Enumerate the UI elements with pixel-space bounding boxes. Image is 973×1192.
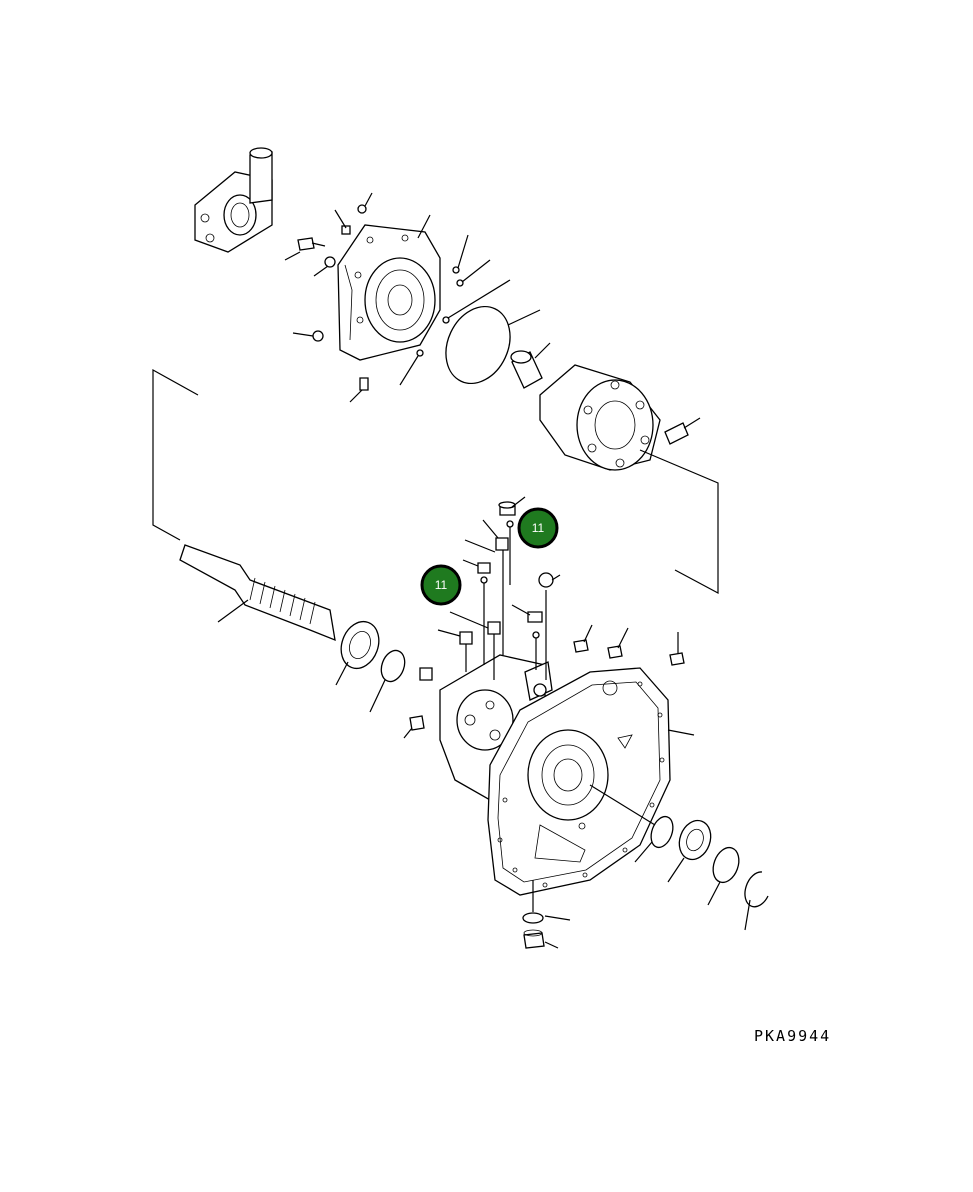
callout-label-lower: 11 — [435, 578, 448, 592]
drain-plug — [522, 880, 571, 949]
bearing — [335, 620, 380, 686]
callout-label-upper: 11 — [532, 521, 545, 535]
housing-flange — [487, 667, 695, 896]
snap-ring-right — [589, 784, 674, 863]
o-ring-large — [445, 305, 541, 385]
callout-badge-lower[interactable]: 11 — [420, 564, 462, 606]
cylinder-block — [539, 364, 701, 471]
housing-plugs — [409, 501, 685, 731]
o-ring-small — [707, 846, 740, 906]
callout-badge-upper[interactable]: 11 — [517, 507, 559, 549]
shaft-seal — [667, 819, 712, 883]
retaining-ring — [744, 871, 769, 931]
assembly-bracket-lines — [152, 368, 719, 595]
bushing — [510, 342, 551, 389]
top-leaders — [284, 192, 511, 403]
middle-leaders — [403, 496, 679, 739]
top-hardware — [297, 204, 464, 391]
pump-housing — [439, 654, 553, 801]
suction-flange — [194, 147, 273, 253]
snap-ring-left — [369, 649, 406, 713]
drawing-code: PKA9944 — [754, 1027, 832, 1045]
drive-shaft — [179, 544, 336, 642]
end-cover — [337, 224, 441, 361]
